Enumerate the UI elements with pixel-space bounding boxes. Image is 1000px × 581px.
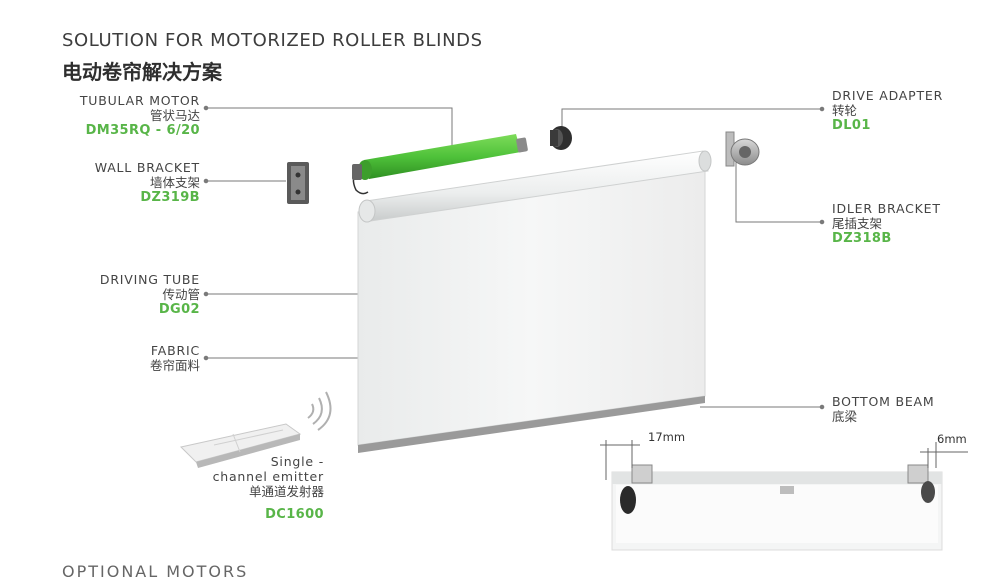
leader-tubular-motor — [206, 107, 453, 150]
footer-heading-partial: OPTIONAL MOTORS — [62, 562, 249, 581]
wall-bracket-illustration — [287, 162, 309, 204]
label-fabric: FABRIC 卷帘面料 — [40, 343, 200, 373]
wall-bracket-code: DZ319B — [140, 190, 200, 205]
drive-adapter-en: DRIVE ADAPTER — [832, 88, 944, 103]
emitter-illustration — [180, 391, 332, 468]
idler-bracket-cn: 尾插支架 — [832, 216, 883, 231]
drive-adapter-cn: 转轮 — [832, 103, 858, 118]
leader-driving-tube — [206, 216, 363, 295]
bottom-beam-en: BOTTOM BEAM — [832, 394, 935, 409]
emitter-en-line2: channel emitter — [212, 469, 324, 484]
bottom-beam-bar — [358, 396, 705, 453]
dimension-detail — [600, 440, 968, 551]
tubular-motor-code: DM35RQ - 6/20 — [85, 123, 200, 138]
label-bottom-beam: BOTTOM BEAM 底梁 — [832, 394, 934, 424]
tubular-motor-cn: 管状马达 — [149, 108, 200, 123]
driving-tube-en: DRIVING TUBE — [99, 272, 200, 287]
leader-idler-bracket — [735, 160, 822, 223]
driving-tube-code: DG02 — [158, 302, 200, 317]
title-english: SOLUTION FOR MOTORIZED ROLLER BLINDS — [62, 30, 483, 51]
fabric-cn: 卷帘面料 — [149, 358, 200, 373]
leader-drive-adapter — [561, 108, 822, 128]
idler-bracket-code: DZ318B — [832, 231, 892, 246]
wall-bracket-cn: 墙体支架 — [149, 175, 200, 190]
bottom-beam-cn: 底梁 — [832, 409, 858, 424]
fabric-en: FABRIC — [150, 343, 200, 358]
drive-adapter-illustration — [550, 126, 572, 150]
idler-bracket-illustration — [725, 131, 760, 167]
label-wall-bracket: WALL BRACKET 墙体支架 DZ319B — [40, 160, 200, 205]
dimension-right-gap: 6mm — [937, 432, 967, 446]
label-driving-tube: DRIVING TUBE 传动管 DG02 — [40, 272, 200, 317]
label-idler-bracket: IDLER BRACKET 尾插支架 DZ318B — [832, 201, 941, 246]
drive-adapter-code: DL01 — [832, 118, 871, 133]
roller-tube — [358, 150, 712, 223]
idler-bracket-en: IDLER BRACKET — [832, 201, 941, 216]
wall-bracket-en: WALL BRACKET — [94, 160, 200, 175]
label-tubular-motor: TUBULAR MOTOR 管状马达 DM35RQ - 6/20 — [40, 93, 200, 138]
tubular-motor-en: TUBULAR MOTOR — [79, 93, 200, 108]
dimension-left-gap: 17mm — [648, 430, 686, 444]
title-chinese: 电动卷帘解决方案 — [62, 60, 222, 84]
tubular-motor-illustration — [352, 134, 528, 195]
driving-tube-cn: 传动管 — [162, 287, 200, 302]
label-drive-adapter: DRIVE ADAPTER 转轮 DL01 — [832, 88, 943, 133]
emitter-code: DC1600 — [265, 507, 324, 522]
emitter-cn: 单通道发射器 — [248, 484, 324, 499]
emitter-en-line1: Single - — [270, 454, 324, 469]
label-emitter: Single - channel emitter 单通道发射器 DC1600 — [200, 454, 324, 522]
